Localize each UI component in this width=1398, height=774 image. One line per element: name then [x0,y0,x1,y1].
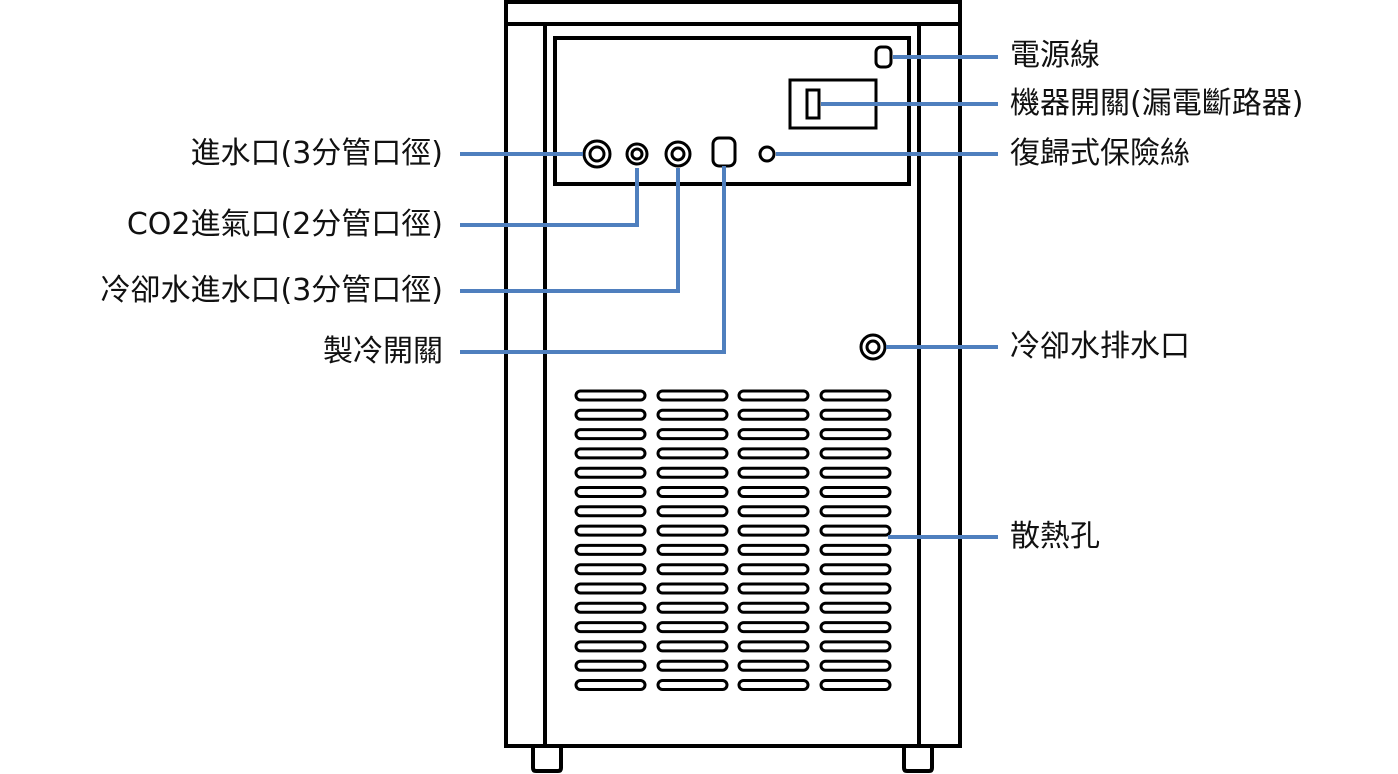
vent-slot [819,601,892,614]
vent-slot [656,601,729,614]
refrigeration-switch-knob [711,136,737,168]
vent-slot [737,543,810,556]
vent-slot [819,679,892,691]
vent-slot [574,505,647,518]
vent-grille [574,389,892,691]
vent-slot [737,582,810,595]
vent-slot [737,466,810,479]
vent-slot [574,621,647,634]
cabinet [504,0,962,748]
vent-slot [574,640,647,653]
water-inlet-fitting [582,139,612,169]
vent-slot [574,486,647,498]
vent-slot [737,679,810,691]
power-cord-port [874,45,893,69]
vent-slot [737,621,810,634]
vent-slot [656,524,729,537]
vent-slot [656,543,729,556]
vent-slot [819,640,892,653]
vent-slot [737,601,810,614]
cooling-water-inlet-fitting [664,140,692,168]
vent-slot [656,447,729,460]
vent-slot [819,389,892,402]
vent-slot [656,408,729,421]
leader-refrigeration-switch [460,166,726,354]
label-cooling-water-inlet: 冷卻水進水口(3分管口徑) [100,273,444,308]
vent-slot [737,486,810,498]
vent-slot [737,505,810,518]
control-panel [553,36,911,186]
vent-slot [574,408,647,421]
vent-slot [737,640,810,653]
vent-slot [656,563,729,576]
vent-slot [737,428,810,441]
vent-slot [737,563,810,576]
resettable-fuse-knob [758,145,776,163]
panel-components [582,45,893,361]
vent-slot [819,582,892,595]
vent-slot [819,486,892,498]
label-co2-inlet: CO2進氣口(2分管口徑) [126,207,443,242]
vent-slot [656,486,729,498]
vent-slot [574,428,647,441]
vent-slot [656,621,729,634]
leader-co2-inlet [460,168,639,227]
vent-slot [656,640,729,653]
vent-slot [819,447,892,460]
vent-slot [656,466,729,479]
vent-slot [737,524,810,537]
label-water-inlet: 進水口(3分管口徑) [190,136,444,171]
foot-right [902,748,934,773]
label-refrigeration-switch: 製冷開關 [323,334,443,369]
vent-slot [819,524,892,537]
vent-slot [819,428,892,441]
vent-slot [819,621,892,634]
feet [531,748,934,773]
vent-slot [574,582,647,595]
vent-slot [574,389,647,402]
vent-slot [574,563,647,576]
vent-slot [819,505,892,518]
vent-slot [574,543,647,556]
vent-slot [574,447,647,460]
vent-slot [737,408,810,421]
vent-slot [819,543,892,556]
label-machine-switch: 機器開關(漏電斷路器) [1010,86,1304,121]
label-cooling-water-drain: 冷卻水排水口 [1010,329,1190,364]
label-vent-holes: 散熱孔 [1010,519,1100,554]
vent-slot [737,447,810,460]
vent-slot [574,679,647,691]
cooling-water-drain-fitting [859,333,887,361]
cabinet-outer [504,0,962,748]
vent-slot [656,505,729,518]
vent-slot [819,659,892,672]
vent-slot [574,466,647,479]
vent-slot [656,679,729,691]
vent-slot [574,524,647,537]
leader-lines [460,55,998,539]
vent-slot [656,428,729,441]
vent-slot [737,389,810,402]
leader-cooling-water-inlet [460,168,680,293]
vent-slot [737,659,810,672]
breaker-toggle [805,88,821,120]
vent-slot [819,408,892,421]
label-resettable-fuse: 復歸式保險絲 [1010,136,1190,171]
co2-inlet-fitting [625,142,649,166]
vent-slot [656,389,729,402]
vent-slot [574,601,647,614]
foot-left [531,748,563,773]
vent-slot [656,582,729,595]
vent-slot [819,466,892,479]
label-power-cord: 電源線 [1010,38,1100,73]
vent-slot [656,659,729,672]
vent-slot [574,659,647,672]
vent-slot [819,563,892,576]
